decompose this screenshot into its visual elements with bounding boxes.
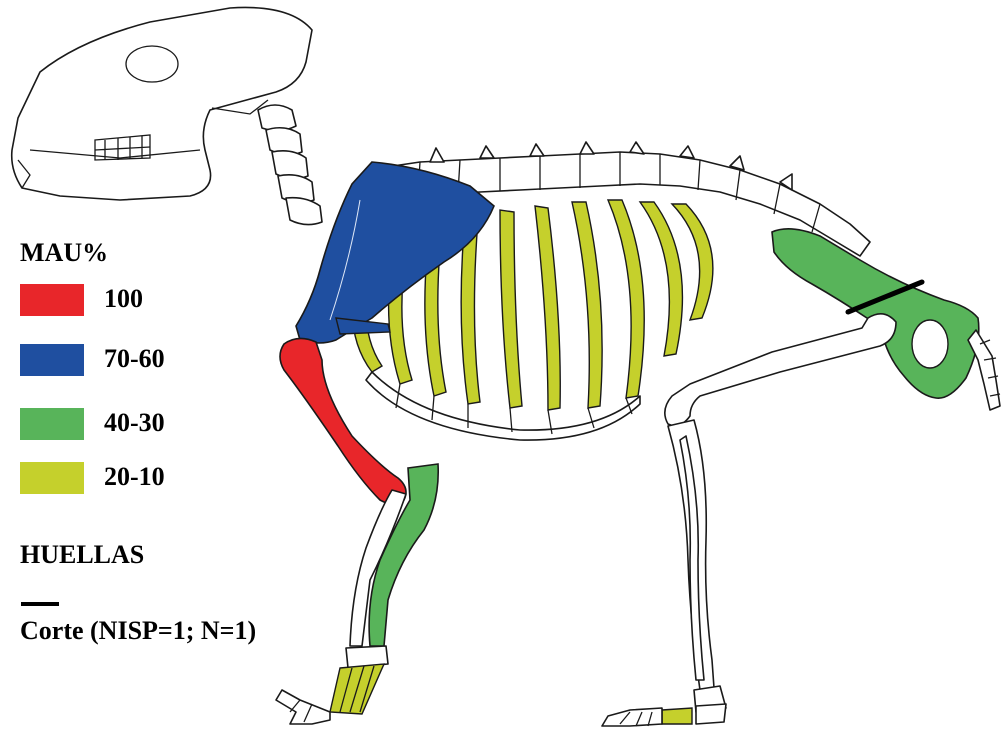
marks-title: HUELLAS (20, 540, 144, 570)
pelvis (772, 229, 979, 398)
cervical-vertebrae (258, 105, 322, 225)
radius-ulna (350, 464, 438, 646)
cut-mark-legend-line (21, 602, 59, 606)
legend-swatch-100 (20, 284, 84, 316)
hind-foot (602, 686, 726, 726)
humerus (280, 338, 406, 504)
legend-swatch-70-60 (20, 344, 84, 376)
tail (968, 330, 1000, 410)
legend-label-40-30: 40-30 (104, 408, 165, 438)
front-foot (276, 646, 388, 724)
tibia (668, 420, 714, 690)
legend-label-20-10: 20-10 (104, 462, 165, 492)
cut-mark-label: Corte (NISP=1; N=1) (20, 616, 256, 646)
legend-swatch-20-10 (20, 462, 84, 494)
skull (12, 7, 312, 200)
femur (665, 314, 896, 426)
legend-title: MAU% (20, 238, 108, 268)
legend-label-70-60: 70-60 (104, 344, 165, 374)
legend-swatch-40-30 (20, 408, 84, 440)
legend-label-100: 100 (104, 284, 143, 314)
